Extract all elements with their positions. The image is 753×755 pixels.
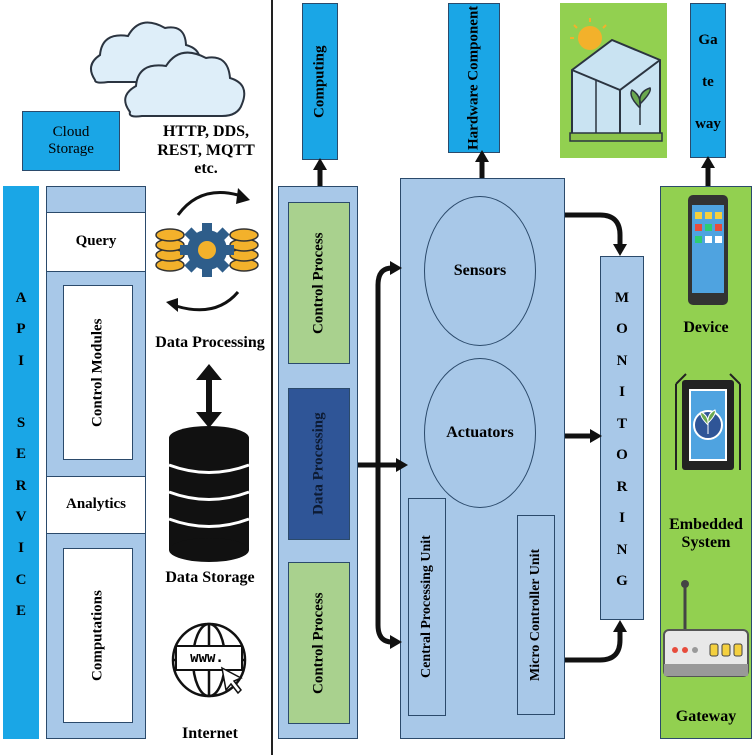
cloud-storage-label: Cloud Storage (48, 123, 94, 157)
api-letter: E (15, 446, 26, 463)
monitoring-letter: N (616, 352, 628, 369)
data-processing-label: Data Processing (155, 333, 265, 351)
monitoring-letter: O (616, 321, 628, 338)
monitoring-letter: I (619, 384, 625, 401)
cpu-box (408, 498, 446, 716)
api-letter: S (16, 415, 26, 432)
monitoring-letter: T (616, 415, 627, 432)
computing-label: Computing (311, 45, 328, 118)
cpu-label: Central Processing Unit (418, 535, 434, 679)
actuators-circle (424, 358, 536, 508)
api-letter: I (18, 540, 24, 557)
monitoring-letter: M (614, 290, 630, 306)
protocols-label: HTTP, DDS, REST, MQTT etc. (157, 123, 255, 178)
query-label: Query (75, 233, 117, 250)
control-process-box-2 (288, 562, 350, 724)
api-letter: A (15, 290, 27, 306)
monitoring-letter: O (616, 447, 628, 464)
gateway-top-part: Ga (698, 32, 718, 49)
gateway-label: Gateway (675, 707, 737, 725)
data-processing-box (288, 388, 350, 540)
actuators-label: Actuators (446, 423, 514, 441)
monitoring-label: M O N I T O R I N G (600, 290, 644, 590)
monitoring-letter: I (619, 510, 625, 527)
query-box (46, 212, 146, 272)
devices-column (660, 186, 752, 739)
gateway-top-label: Ga te way (690, 20, 726, 145)
mcu-box (517, 515, 555, 715)
section-divider (271, 0, 273, 755)
computations-box (63, 548, 133, 723)
analytics-label: Analytics (66, 496, 126, 513)
monitoring-letter: G (616, 572, 628, 589)
gateway-top-part: way (695, 115, 721, 132)
api-letter: E (15, 602, 26, 619)
api-letter: V (15, 509, 27, 526)
data-storage-label: Data Storage (165, 568, 255, 586)
computations-label: Computations (89, 590, 106, 681)
monitoring-letter: N (616, 541, 628, 558)
internet-label: Internet (182, 724, 238, 742)
api-letter: C (15, 571, 27, 588)
gateway-top-part: te (702, 73, 714, 90)
hardware-component-box (448, 3, 500, 153)
computing-box (302, 3, 338, 160)
data-processing-mid-label: Data Processing (310, 412, 327, 516)
sensors-label: Sensors (453, 261, 507, 279)
control-modules-box (63, 285, 133, 460)
analytics-box (46, 476, 146, 534)
device-label: Device (683, 318, 729, 336)
control-process-label-1: Control Process (310, 232, 327, 334)
control-process-box-1 (288, 202, 350, 364)
embedded-system-label: Embedded System (669, 515, 743, 551)
api-letter: P (16, 321, 26, 338)
control-process-label-2: Control Process (310, 592, 327, 694)
control-modules-label: Control Modules (89, 318, 106, 427)
www-label: www. (190, 649, 224, 666)
api-service-label: A P I S E R V I C E (3, 290, 39, 620)
api-letter (19, 384, 23, 401)
monitoring-bar (600, 256, 644, 620)
api-letter: I (18, 352, 24, 369)
cloud-storage-box (22, 111, 120, 171)
api-letter: R (15, 477, 27, 494)
hardware-component-label: Hardware Component (465, 5, 482, 151)
api-service-bar (3, 186, 39, 739)
greenhouse-image-bg (560, 3, 667, 158)
mcu-label: Micro Controller Unit (527, 548, 543, 682)
monitoring-letter: R (616, 478, 628, 495)
sensors-circle (424, 196, 536, 346)
